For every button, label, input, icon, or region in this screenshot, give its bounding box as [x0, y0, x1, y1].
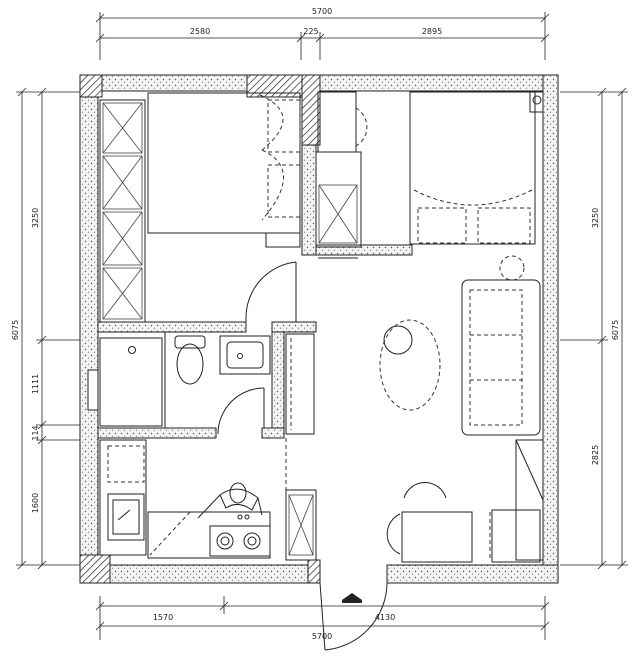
right-seg-1-label: 3250 — [591, 208, 600, 228]
right-seg-2-label: 2825 — [591, 445, 600, 465]
left-total-label: 6075 — [11, 320, 20, 340]
bed-right — [409, 91, 544, 245]
entrance-arrow-icon — [342, 593, 362, 600]
left-seg-4-label: 1600 — [31, 493, 40, 513]
top-dimensions: 5700 2580 225 2895 — [95, 7, 550, 60]
wardrobe-right — [315, 151, 362, 248]
left-bedroom — [99, 92, 301, 323]
top-seg-1-label: 2580 — [190, 27, 210, 36]
bottom-seg-1-label: 1570 — [153, 613, 173, 622]
bottom-dimensions: 1570 4130 5700 — [95, 596, 550, 641]
door-left-bedroom — [245, 261, 297, 322]
wardrobe-left — [99, 99, 146, 323]
right-bedroom — [315, 91, 544, 259]
sofa — [461, 279, 541, 436]
sink — [219, 335, 271, 375]
person-figure — [197, 482, 263, 519]
right-dimensions: 3250 2825 6075 — [560, 87, 628, 570]
living-area — [319, 255, 544, 651]
bottom-seg-2-label: 4130 — [375, 613, 395, 622]
left-seg-3-label: 114 — [31, 425, 40, 440]
bathroom — [99, 333, 315, 435]
top-seg-2-label: 225 — [303, 27, 318, 36]
top-seg-3-label: 2895 — [422, 27, 442, 36]
interior-walls — [87, 144, 413, 439]
bed-left — [147, 92, 301, 248]
toilet — [174, 335, 206, 385]
bottom-total-label: 5700 — [312, 632, 332, 641]
left-dimensions: 6075 3250 1111 114 1600 — [11, 87, 80, 570]
left-seg-2-label: 1111 — [31, 374, 40, 394]
right-total-label: 6075 — [611, 320, 620, 340]
kitchen — [99, 438, 317, 561]
door-bathroom — [217, 387, 265, 435]
stove — [209, 514, 271, 557]
exterior-walls — [79, 74, 559, 584]
dining-set — [386, 482, 541, 563]
top-total-label: 5700 — [312, 7, 332, 16]
left-seg-1-label: 3250 — [31, 208, 40, 228]
entrance-door — [319, 582, 388, 651]
